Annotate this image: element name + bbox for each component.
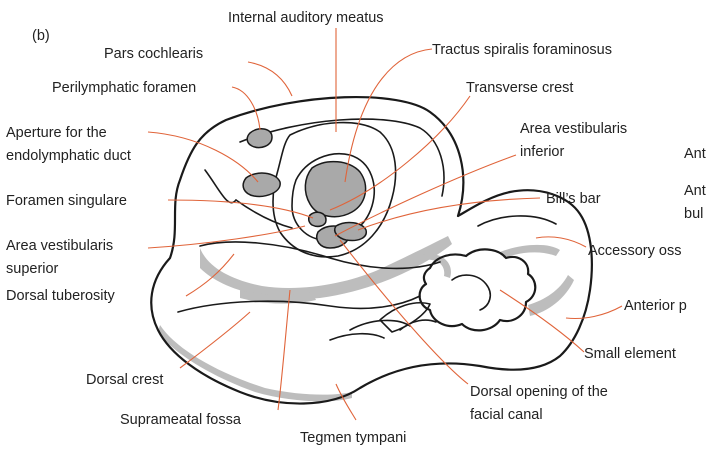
label-bul: bul xyxy=(684,206,703,222)
label-area-vestibularis-superior-line1: Area vestibularis xyxy=(6,238,113,254)
leader-dorsal-crest xyxy=(180,312,250,368)
leader-tegmen-tympani xyxy=(336,384,356,420)
label-area-vestibularis-inferior-line1: Area vestibularis xyxy=(520,121,627,137)
leader-anterior-p xyxy=(566,306,622,319)
accessory-inner-line xyxy=(452,275,490,310)
label-internal-auditory-meatus: Internal auditory meatus xyxy=(228,10,384,26)
label-area-vestibularis-superior-line2: superior xyxy=(6,261,59,277)
leader-bills-bar xyxy=(358,198,540,230)
panel-label: (b) xyxy=(32,28,50,44)
label-dorsal-tuberosity: Dorsal tuberosity xyxy=(6,288,116,304)
label-dorsal-opening-line2: facial canal xyxy=(470,407,543,423)
vestibular-region-line xyxy=(236,200,292,228)
label-accessory-oss: Accessory oss xyxy=(588,243,681,259)
leader-tractus-spiralis xyxy=(345,49,432,182)
label-dorsal-crest: Dorsal crest xyxy=(86,372,163,388)
label-bills-bar: Bill’s bar xyxy=(546,191,601,207)
label-suprameatal-fossa: Suprameatal fossa xyxy=(120,412,242,428)
fold-4 xyxy=(330,334,384,340)
label-ant-1: Ant xyxy=(684,146,706,162)
label-tractus-spiralis-foraminosus: Tractus spiralis foraminosus xyxy=(432,42,612,58)
foramen-singulare-shape xyxy=(309,212,326,226)
label-tegmen-tympani: Tegmen tympani xyxy=(300,430,406,446)
label-aperture-line1: Aperture for the xyxy=(6,125,107,141)
perilymphatic-foramen-shape xyxy=(247,129,272,148)
left-lobe-line xyxy=(205,170,236,203)
bulla-shade xyxy=(500,245,560,258)
label-pars-cochlearis: Pars cochlearis xyxy=(104,46,203,62)
leader-pars-cochlearis xyxy=(248,62,292,96)
leader-aperture xyxy=(148,132,258,182)
leader-area-vestibularis-superior xyxy=(148,226,305,248)
anterior-lobe-line xyxy=(478,216,556,226)
label-foramen-singulare: Foramen singulare xyxy=(6,193,127,209)
bills-bar-shape xyxy=(335,223,367,241)
label-perilymphatic-foramen: Perilymphatic foramen xyxy=(52,80,196,96)
label-anterior-p: Anterior p xyxy=(624,298,687,314)
tractus-spiralis-foraminosus-shape xyxy=(305,162,365,217)
fold-2 xyxy=(400,320,436,330)
label-ant-2: Ant xyxy=(684,183,706,199)
label-transverse-crest: Transverse crest xyxy=(466,80,573,96)
label-dorsal-opening-line1: Dorsal opening of the xyxy=(470,384,608,400)
label-small-element: Small element xyxy=(584,346,676,362)
leader-perilymphatic-foramen xyxy=(232,87,260,130)
endolymphatic-aperture-shape xyxy=(243,173,280,196)
label-aperture-line2: endolymphatic duct xyxy=(6,148,131,164)
label-area-vestibularis-inferior-line2: inferior xyxy=(520,144,564,160)
